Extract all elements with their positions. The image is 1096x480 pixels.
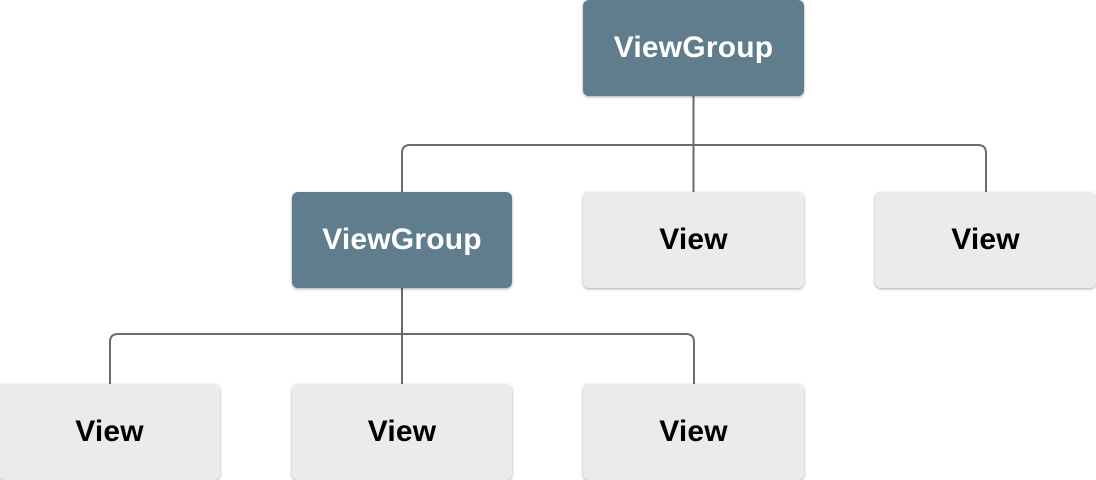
node-label: ViewGroup [613,31,774,64]
node-leaf-view-2[interactable]: View [292,384,512,480]
node-label: View [659,415,728,448]
node-label: View [75,415,144,448]
edge-child-to-leaf-view-3 [402,333,695,384]
node-root-viewgroup[interactable]: ViewGroup [583,0,804,96]
node-child-viewgroup[interactable]: ViewGroup [292,192,512,288]
node-label: View [659,223,728,256]
node-label: ViewGroup [322,223,482,256]
edge-root-to-child-viewgroup [401,144,694,192]
node-label: View [367,415,437,448]
node-child-view-1[interactable]: View [583,192,804,288]
node-leaf-view-1[interactable]: View [0,384,220,480]
edge-child-to-leaf-view-1 [109,333,402,384]
node-label: View [951,223,1020,256]
node-leaf-view-3[interactable]: View [583,384,804,480]
node-child-view-2[interactable]: View [875,192,1096,288]
edge-root-to-child-view-2 [693,144,987,192]
